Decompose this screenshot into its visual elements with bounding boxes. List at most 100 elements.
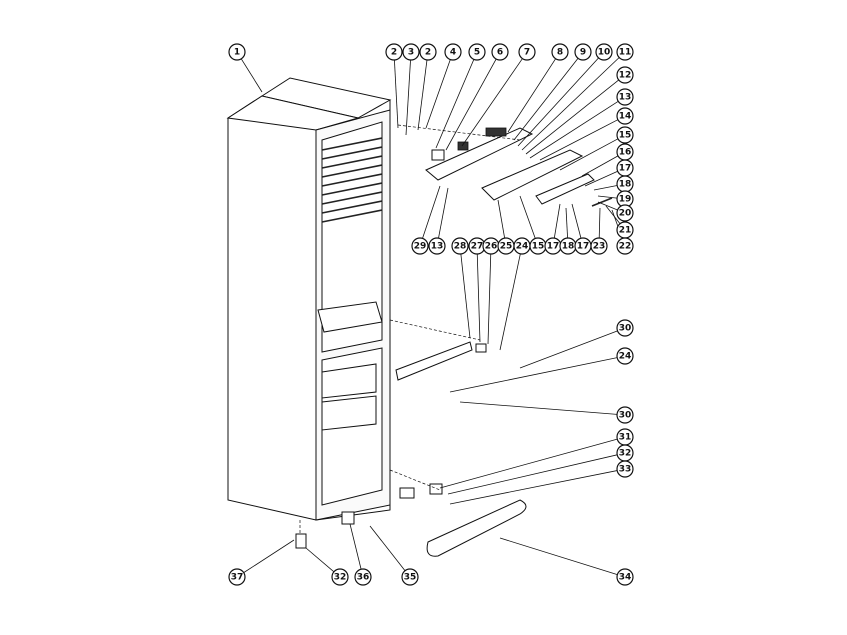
part-callout: 13 <box>428 237 446 255</box>
shelf-line <box>321 146 383 160</box>
callout-circle <box>574 43 592 61</box>
leader-lines <box>240 57 623 575</box>
callout-number: 30 <box>619 411 632 421</box>
callout-number: 3 <box>408 48 414 58</box>
part-callout: 10 <box>595 43 613 61</box>
leader-line <box>369 525 406 571</box>
callout-number: 30 <box>619 324 632 334</box>
leader-line <box>499 537 618 575</box>
part-callout: 30 <box>616 406 634 424</box>
part-callout: 3 <box>402 43 420 61</box>
callout-circle <box>228 568 246 586</box>
part-callout: 5 <box>468 43 486 61</box>
leader-line <box>439 438 618 489</box>
callout-number: 4 <box>450 48 456 58</box>
part-callout: 16 <box>616 143 634 161</box>
callout-circle <box>411 237 429 255</box>
callout-circle <box>228 43 246 61</box>
part-callout: 2 <box>419 43 437 61</box>
callout-number: 22 <box>619 242 632 252</box>
part-callout: 15 <box>616 126 634 144</box>
callout-number: 11 <box>619 48 632 58</box>
callout-number: 18 <box>619 180 632 190</box>
callout-circle <box>616 568 634 586</box>
leader-line <box>571 203 582 239</box>
part-callout: 4 <box>444 43 462 61</box>
part-callout: 24 <box>616 347 634 365</box>
part-callout: 33 <box>616 460 634 478</box>
callout-number: 5 <box>474 48 480 58</box>
part-callout: 6 <box>491 43 509 61</box>
callout-circle <box>518 43 536 61</box>
part-callout: 25 <box>497 237 515 255</box>
callout-number: 13 <box>431 242 444 252</box>
callout-circle <box>491 43 509 61</box>
callout-number: 21 <box>619 226 632 236</box>
callout-number: 17 <box>619 164 632 174</box>
callout-number: 34 <box>619 573 632 583</box>
part-callout: 2 <box>385 43 403 61</box>
part-callout: 36 <box>354 568 372 586</box>
part-callout: 17 <box>616 159 634 177</box>
callout-number: 6 <box>497 48 503 58</box>
callout-number: 16 <box>619 148 632 158</box>
leader-line <box>425 59 451 129</box>
leader-line <box>519 330 618 369</box>
callout-number: 14 <box>619 112 632 122</box>
shelf-line <box>321 200 383 214</box>
leader-line <box>459 401 618 415</box>
leader-line <box>435 59 475 149</box>
callout-circle <box>616 107 634 125</box>
callout-number: 24 <box>619 352 632 362</box>
leader-line <box>581 155 619 177</box>
callout-number: 13 <box>619 93 632 103</box>
part-callout: 27 <box>468 237 486 255</box>
part-callout: 24 <box>513 237 531 255</box>
part-callout: 11 <box>616 43 634 61</box>
callout-circle <box>616 347 634 365</box>
leader-line <box>240 58 263 93</box>
callout-circle <box>428 237 446 255</box>
callout-number: 8 <box>557 48 563 58</box>
part-callout: 1 <box>228 43 246 61</box>
part-callout: 14 <box>616 107 634 125</box>
callout-number: 15 <box>619 131 632 141</box>
part-callout: 15 <box>529 237 547 255</box>
leader-line <box>593 185 618 191</box>
part-callout: 8 <box>551 43 569 61</box>
callout-number: 2 <box>391 48 397 58</box>
callout-number: 17 <box>577 242 590 252</box>
callout-number: 23 <box>593 242 606 252</box>
leader-line <box>559 138 619 171</box>
callout-number: 33 <box>619 465 632 475</box>
shelves <box>321 137 383 223</box>
leader-line <box>513 58 579 141</box>
callout-number: 9 <box>580 48 586 58</box>
leader-line <box>605 205 621 224</box>
callout-circle <box>451 237 469 255</box>
part-callout: 31 <box>616 428 634 446</box>
callout-circle <box>616 460 634 478</box>
callout-circle <box>616 406 634 424</box>
leader-line <box>422 185 441 239</box>
leader-line <box>460 253 471 339</box>
callout-number: 24 <box>516 242 529 252</box>
leader-line <box>449 470 618 505</box>
part-callout: 22 <box>616 237 634 255</box>
leader-line <box>525 79 619 155</box>
leader-line <box>539 119 619 161</box>
leader-line <box>517 57 599 147</box>
callout-circle <box>616 204 634 222</box>
callout-circle <box>419 43 437 61</box>
part-callout: 9 <box>574 43 592 61</box>
leader-line <box>497 199 506 239</box>
leader-line <box>487 253 492 345</box>
leader-line <box>447 454 618 495</box>
callout-circle <box>402 43 420 61</box>
shelf-line <box>321 155 383 169</box>
callout-number: 35 <box>404 573 417 583</box>
leader-line <box>597 195 618 199</box>
callout-circle <box>385 43 403 61</box>
callout-number: 31 <box>619 433 632 443</box>
callout-number: 18 <box>562 242 575 252</box>
